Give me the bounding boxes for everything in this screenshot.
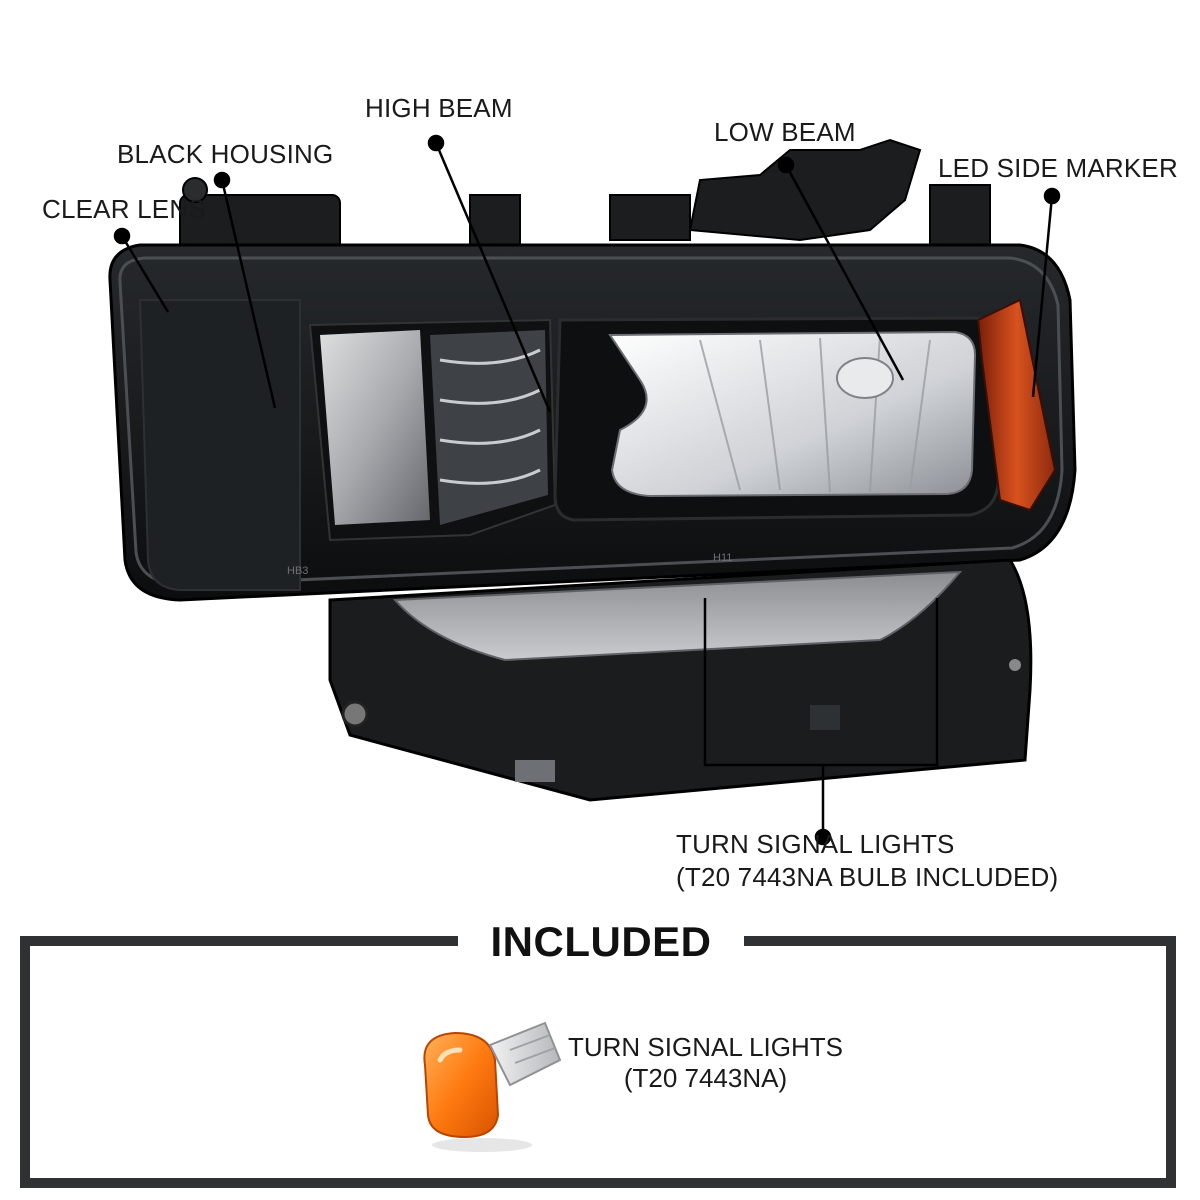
clear-lens-label: CLEAR LENS	[42, 194, 206, 224]
high-beam-label: HIGH BEAM	[365, 93, 513, 123]
included-box-top-right-rule	[744, 936, 1176, 946]
hb3-marking: HB3	[287, 565, 308, 577]
top-brackets	[179, 138, 991, 256]
turn-signal-housing	[328, 558, 1033, 802]
black-housing-label: BLACK HOUSING	[117, 139, 334, 169]
included-box-top-left-rule	[20, 936, 458, 946]
headlight-illustration: HB3 H11	[108, 134, 1077, 846]
led-side-marker	[976, 298, 1057, 512]
callout-lines	[113, 134, 1061, 846]
led-side-marker-label: LED SIDE MARKER	[938, 153, 1178, 183]
t20-bulb-icon	[423, 1021, 562, 1152]
low-beam-reflector	[553, 316, 1002, 522]
low-beam-label: LOW BEAM	[714, 117, 856, 147]
turn-signal-label: TURN SIGNAL LIGHTS (T20 7443NA BULB INCL…	[676, 829, 1059, 892]
h11-marking: H11	[713, 552, 732, 564]
included-title: INCLUDED	[490, 918, 712, 965]
high-beam-projector	[308, 318, 557, 542]
included-box	[20, 940, 1176, 1188]
included-bulb-label: TURN SIGNAL LIGHTS (T20 7443NA)	[568, 1032, 843, 1094]
